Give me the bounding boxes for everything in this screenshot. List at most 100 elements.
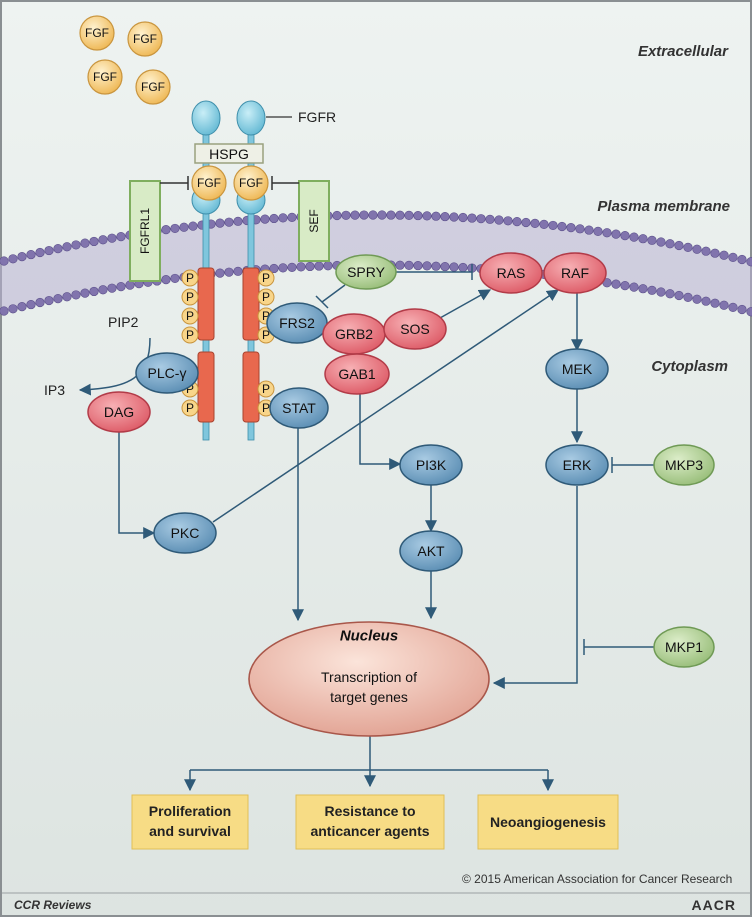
- sos-node: SOS: [383, 308, 447, 350]
- phosphate-group: P: [257, 380, 275, 398]
- phosphate-group: P: [257, 269, 275, 287]
- membrane-lipid-head: [620, 281, 630, 291]
- membrane-lipid-head: [449, 212, 459, 222]
- svg-text:PI3K: PI3K: [416, 457, 447, 473]
- grb2-node: GRB2: [322, 313, 386, 355]
- membrane-lipid-head: [8, 304, 18, 314]
- membrane-lipid-head: [26, 299, 36, 310]
- membrane-lipid-head: [314, 261, 324, 271]
- membrane-lipid-head: [305, 261, 315, 272]
- outcome-proliferation: Proliferation and survival: [131, 794, 249, 850]
- membrane-lipid-head: [80, 288, 90, 298]
- membrane-lipid-head: [593, 226, 603, 236]
- svg-text:PLC-γ: PLC-γ: [148, 365, 187, 381]
- pi3k-node: PI3K: [399, 444, 463, 486]
- membrane-lipid-head: [449, 262, 459, 272]
- membrane-lipid-head: [71, 240, 81, 250]
- membrane-lipid-head: [728, 252, 738, 262]
- membrane-lipid-head: [278, 213, 288, 223]
- membrane-lipid-head: [476, 214, 486, 224]
- svg-text:PKC: PKC: [171, 525, 200, 541]
- membrane-lipid-head: [53, 294, 63, 304]
- membrane-lipid-head: [224, 267, 234, 277]
- erk-node: ERK: [545, 444, 609, 486]
- membrane-lipid-head: [737, 304, 747, 315]
- fgfrl1-inhibition-line: [160, 176, 189, 190]
- membrane-lipid-head: [539, 219, 549, 229]
- membrane-lipid-head: [467, 213, 477, 223]
- membrane-lipid-head: [692, 244, 702, 254]
- membrane-lipid-head: [0, 306, 9, 316]
- membrane-lipid-head: [332, 210, 342, 221]
- phosphate-label: P: [186, 401, 194, 415]
- svg-text:SOS: SOS: [400, 321, 430, 337]
- membrane-lipid-head: [233, 216, 243, 226]
- phosphate-label: P: [186, 271, 194, 285]
- free-fgf-ligand: FGF: [127, 21, 163, 57]
- membrane-lipid-head: [53, 244, 63, 254]
- membrane-lipid-head: [350, 210, 360, 220]
- svg-text:FRS2: FRS2: [279, 315, 315, 331]
- svg-text:Proliferation: Proliferation: [149, 803, 231, 819]
- membrane-lipid-head: [359, 210, 369, 220]
- free-fgf-ligand: FGF: [79, 15, 115, 51]
- membrane-lipid-head: [683, 292, 693, 302]
- plc-gamma-node: PLC-γ: [135, 352, 199, 394]
- membrane-lipid-head: [413, 210, 423, 221]
- svg-text:FGF: FGF: [133, 32, 157, 46]
- membrane-lipid-head: [269, 263, 279, 274]
- membrane-lipid-head: [629, 232, 639, 242]
- membrane-lipid-head: [512, 217, 522, 227]
- bound-fgf-ligand: FGF: [233, 165, 269, 201]
- membrane-lipid-head: [26, 249, 36, 260]
- raf-node: RAF: [543, 252, 607, 294]
- membrane-lipid-head: [233, 266, 243, 276]
- membrane-lipid-head: [116, 282, 126, 292]
- svg-text:MKP3: MKP3: [665, 457, 703, 473]
- sef-inhibitor: SEF: [298, 180, 330, 262]
- sef-inhibition-line: [271, 176, 299, 190]
- membrane-lipid-head: [647, 235, 657, 245]
- svg-text:anticancer agents: anticancer agents: [310, 823, 429, 839]
- mkp1-node: MKP1: [653, 626, 715, 668]
- membrane-lipid-head: [737, 254, 747, 265]
- membrane-lipid-head: [296, 262, 306, 272]
- svg-text:FGF: FGF: [141, 80, 165, 94]
- phosphate-group: P: [181, 307, 199, 325]
- cytoplasm-label: Cytoplasm: [651, 358, 728, 375]
- membrane-lipid-head: [440, 261, 450, 272]
- svg-text:FGF: FGF: [93, 70, 117, 84]
- membrane-lipid-head: [44, 245, 54, 256]
- membrane-lipid-head: [107, 233, 117, 243]
- phosphate-label: P: [262, 309, 270, 323]
- membrane-lipid-head: [422, 261, 432, 271]
- pkc-node: PKC: [153, 512, 217, 554]
- membrane-lipid-head: [602, 228, 612, 238]
- phosphate-group: P: [181, 399, 199, 417]
- journal-label: CCR Reviews: [14, 898, 92, 912]
- phosphate-label: P: [262, 271, 270, 285]
- membrane-lipid-head: [323, 261, 333, 271]
- membrane-lipid-head: [71, 290, 81, 300]
- membrane-lipid-head: [665, 289, 675, 299]
- bound-fgf-ligand: FGF: [191, 165, 227, 201]
- copyright-text: © 2015 American Association for Cancer R…: [462, 872, 732, 886]
- phosphate-label: P: [262, 382, 270, 396]
- svg-text:SEF: SEF: [307, 209, 321, 232]
- phosphate-label: P: [186, 328, 194, 342]
- membrane-lipid-head: [620, 231, 630, 241]
- membrane-lipid-head: [377, 210, 387, 220]
- ip3-label: IP3: [44, 382, 65, 398]
- spry-node: SPRY: [335, 254, 397, 290]
- membrane-lipid-head: [35, 297, 45, 308]
- membrane-lipid-head: [701, 296, 711, 306]
- membrane-lipid-head: [260, 214, 270, 224]
- phosphate-group: P: [181, 269, 199, 287]
- publisher-logo: AACR: [692, 897, 736, 913]
- stat-node: STAT: [269, 387, 329, 429]
- membrane-lipid-head: [629, 282, 639, 292]
- svg-text:Neoangiogenesis: Neoangiogenesis: [490, 814, 606, 830]
